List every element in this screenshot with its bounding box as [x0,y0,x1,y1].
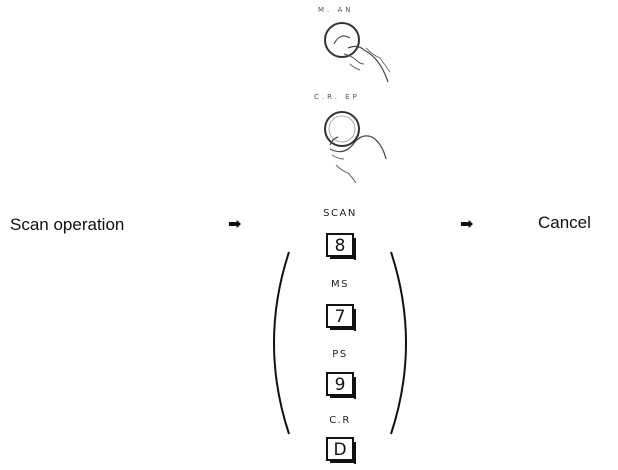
cr-key-d[interactable]: D [326,437,356,464]
knob-caption-top: M. AN [318,6,354,14]
hand-turning-knob-icon [324,111,387,184]
right-arrow-icon: ➡ [228,214,242,233]
scan-operation-label: Scan operation [10,215,125,234]
ps-key-9[interactable]: 9 [326,372,356,399]
left-parenthesis-bracket [273,251,290,435]
ms-key-7[interactable]: 7 [326,304,356,331]
key-caption-ms: MS [331,279,349,290]
key-caption-scan: SCAN [323,208,357,219]
knob-caption-bottom: C.R. EP [314,93,360,101]
right-parenthesis-bracket [390,251,407,435]
key-caption-cr: C.R [329,415,351,426]
right-arrow-icon: ➡ [460,214,474,233]
hand-turning-knob-icon [324,22,391,83]
scan-key-8[interactable]: 8 [326,233,356,260]
key-caption-ps: PS [332,349,348,360]
cancel-label: Cancel [538,213,591,232]
